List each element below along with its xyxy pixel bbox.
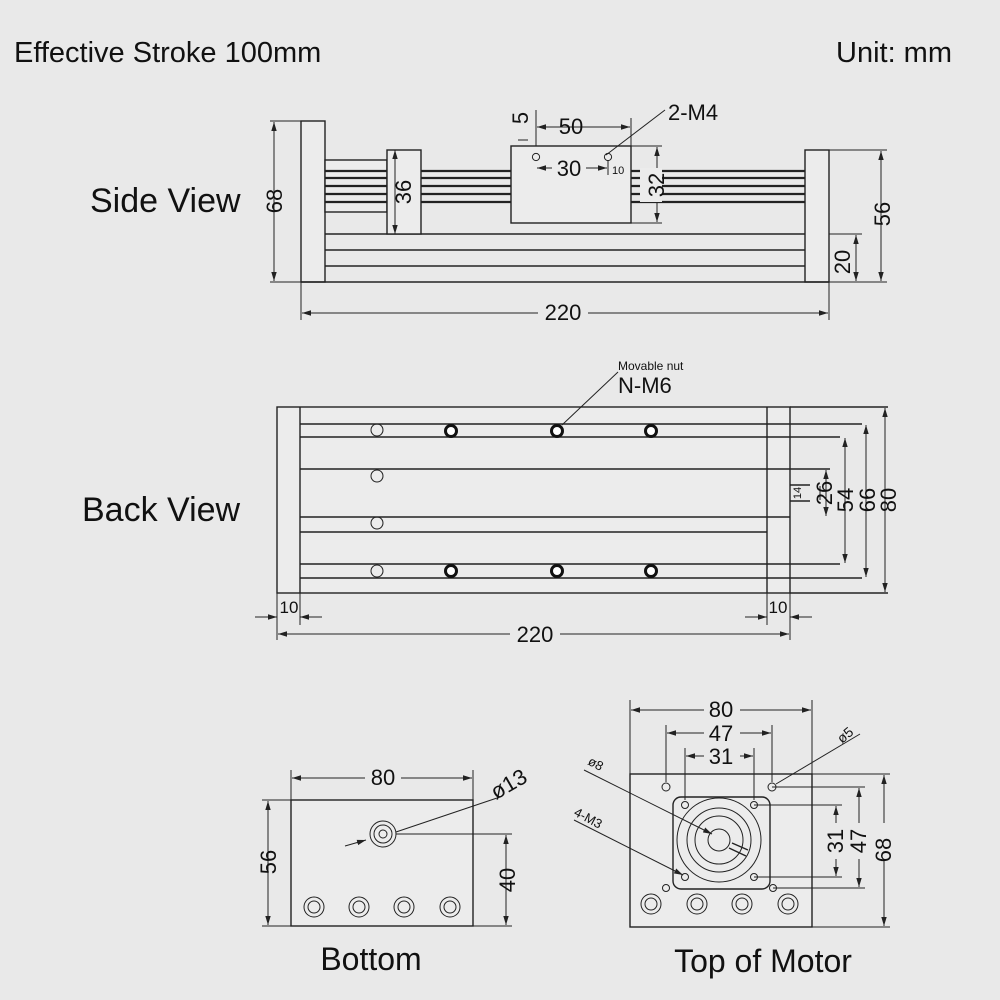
dim-20: 20 (830, 250, 855, 274)
page-title: Effective Stroke 100mm (14, 37, 321, 69)
motor-body-circle (676, 797, 762, 883)
motor-dim-v47: 47 (846, 829, 871, 853)
motor-dim-v31: 31 (823, 829, 848, 853)
dim-32: 32 (644, 173, 669, 197)
motor-hole-callout: ø5 (834, 723, 857, 746)
bottom-mount-holes (303, 896, 461, 918)
top-of-motor-label: Top of Motor (674, 943, 852, 979)
back-holes (370, 423, 658, 578)
side-view: Side View (90, 100, 895, 325)
dim-220-side: 220 (545, 300, 582, 325)
slider-hole-left (531, 152, 541, 162)
bottom-dim-80: 80 (371, 765, 395, 790)
dim-5: 5 (508, 112, 533, 124)
motor-flange (672, 796, 771, 890)
back-view: Back View Mov (82, 359, 901, 647)
side-left-endplate (300, 120, 326, 283)
thread-callout: 2-M4 (668, 100, 718, 125)
side-view-label: Side View (90, 182, 241, 220)
movable-nut-holes (444, 424, 658, 578)
unit-label: Unit: mm (836, 37, 952, 69)
bottom-label: Bottom (320, 941, 421, 977)
top-of-motor-view: 80 47 31 ø5 ø8 4-M3 31 47 68 Top of (572, 697, 896, 979)
dim-30: 30 (557, 156, 581, 181)
dim-220-back: 220 (517, 622, 554, 647)
dim-10-left: 10 (280, 598, 299, 617)
motor-dim-47: 47 (709, 721, 733, 746)
dim-54: 54 (833, 488, 858, 512)
motor-hole-5 (661, 782, 671, 792)
side-right-endplate (804, 149, 830, 283)
back-body (276, 406, 791, 594)
dim-50: 50 (559, 114, 583, 139)
back-view-label: Back View (82, 491, 241, 529)
dim-26: 26 (812, 481, 837, 505)
dim-14: 14 (792, 487, 804, 499)
bottom-dim-40: 40 (495, 868, 520, 892)
dim-80: 80 (876, 488, 901, 512)
motor-dim-80: 80 (709, 697, 733, 722)
motor-shaft (707, 828, 731, 852)
movable-nut-label: Movable nut (618, 359, 684, 373)
bottom-view: 80 56 ø13 40 Bottom (256, 764, 531, 977)
motor-shaft-callout: ø8 (586, 753, 606, 773)
bottom-dim-56: 56 (256, 850, 281, 874)
nut-callout: N-M6 (618, 373, 672, 398)
bottom-plate (290, 799, 474, 927)
dim-36: 36 (391, 180, 416, 204)
dim-10-right: 10 (769, 598, 788, 617)
motor-dim-31: 31 (709, 744, 733, 769)
dim-56: 56 (870, 202, 895, 226)
dim-68: 68 (262, 189, 287, 213)
motor-dim-v68: 68 (871, 838, 896, 862)
dim-10-small: 10 (612, 165, 624, 177)
dim-66: 66 (855, 488, 880, 512)
motor-mount-holes (640, 884, 799, 915)
bottom-diameter: ø13 (486, 764, 531, 805)
